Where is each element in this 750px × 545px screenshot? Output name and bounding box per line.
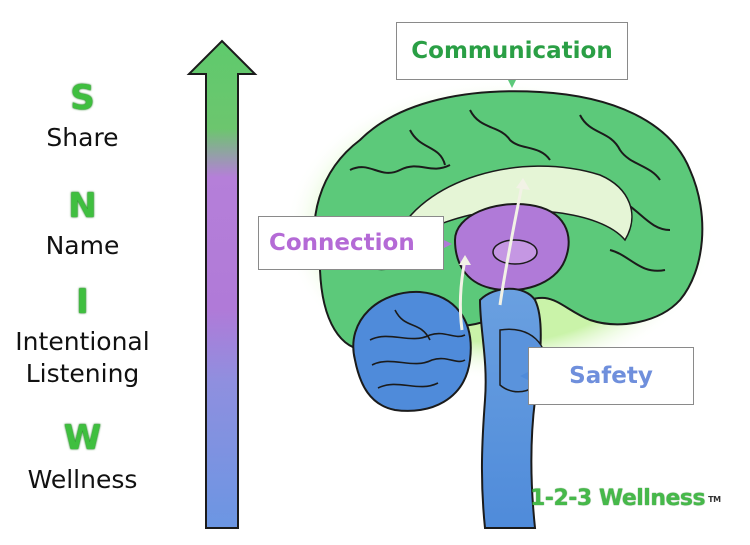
connection-label: Connection: [258, 216, 444, 270]
connection-pointer: [444, 240, 452, 248]
acronym-word-share: Share: [46, 123, 119, 152]
safety-text: Safety: [569, 363, 653, 389]
trademark: TM: [708, 494, 721, 504]
acronym-letter-n: N: [68, 186, 97, 226]
acronym-letter-i: I: [76, 282, 89, 322]
acronym-letter-s: S: [70, 78, 95, 118]
up-arrow: [186, 39, 258, 529]
safety-label: Safety: [528, 347, 694, 405]
acronym-word-wellness: Wellness: [27, 465, 138, 494]
acronym-letter-w: W: [63, 418, 102, 458]
communication-text: Communication: [411, 38, 613, 64]
brain-illustration: [285, 80, 715, 529]
acronym-word-intentional-listening: Intentional Listening: [15, 327, 150, 388]
communication-label: Communication: [396, 22, 628, 80]
brand-name: 1-2-3 Wellness: [530, 486, 706, 511]
connection-text: Connection: [269, 230, 415, 256]
acronym-word-name: Name: [45, 231, 120, 260]
safety-pointer: [520, 372, 528, 380]
communication-pointer: [508, 80, 516, 88]
